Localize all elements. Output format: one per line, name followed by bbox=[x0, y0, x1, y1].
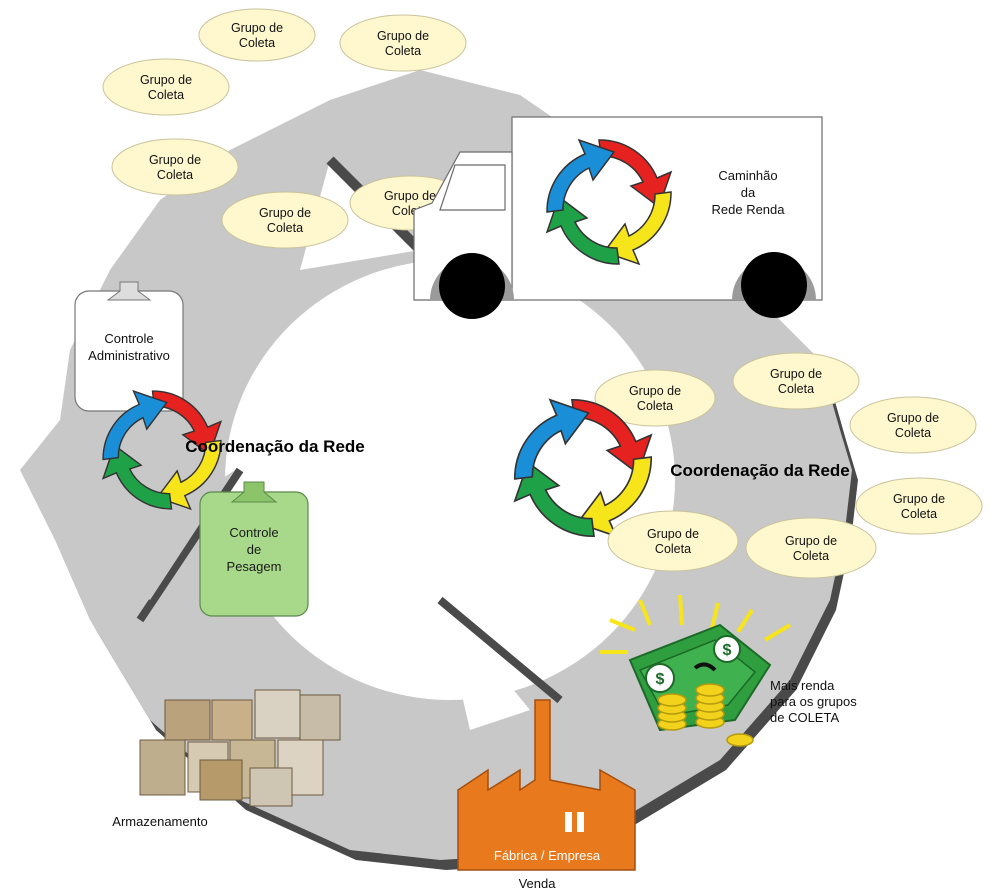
truck-label-line3: Rede Renda bbox=[712, 202, 786, 217]
group-ellipse: Grupo de Coleta bbox=[339, 14, 467, 72]
group-ellipse: Grupo de Coleta bbox=[198, 8, 316, 62]
group-label-line1: Grupo de bbox=[384, 189, 436, 203]
weighing-box-line2: de bbox=[247, 542, 261, 557]
income-label-line1: Mais renda bbox=[770, 678, 835, 693]
group-label-line2: Coleta bbox=[157, 168, 193, 182]
group-label-line1: Grupo de bbox=[770, 367, 822, 381]
group-label-line1: Grupo de bbox=[259, 206, 311, 220]
group-ellipse: Grupo de Coleta bbox=[594, 369, 716, 427]
truck-label-line2: da bbox=[741, 185, 756, 200]
group-label-line2: Coleta bbox=[637, 399, 673, 413]
admin-control-box: Controle Administrativo bbox=[74, 281, 184, 412]
group-label-line1: Grupo de bbox=[149, 153, 201, 167]
group-ellipse: Grupo de Coleta bbox=[849, 396, 977, 454]
collection-groups: Grupo de Coleta Grupo de Coleta Grupo de… bbox=[102, 8, 471, 249]
svg-text:$: $ bbox=[723, 642, 732, 659]
group-ellipse: Grupo de Coleta bbox=[111, 138, 239, 196]
group-label-line2: Coleta bbox=[385, 44, 421, 58]
right-groups: Grupo de Coleta Grupo de Coleta Grupo de… bbox=[513, 352, 983, 579]
svg-text:$: $ bbox=[656, 671, 665, 688]
group-label-line1: Grupo de bbox=[647, 527, 699, 541]
group-label-line2: Coleta bbox=[793, 549, 829, 563]
income-label: Mais renda para os grupos de COLETA bbox=[770, 678, 857, 725]
group-label-line1: Grupo de bbox=[140, 73, 192, 87]
group-label-line1: Grupo de bbox=[785, 534, 837, 548]
group-label-line1: Grupo de bbox=[629, 384, 681, 398]
group-label-line2: Coleta bbox=[895, 426, 931, 440]
group-label-line2: Coleta bbox=[148, 88, 184, 102]
group-label-line2: Coleta bbox=[901, 507, 937, 521]
storage-bales-image bbox=[139, 689, 341, 807]
group-label-line2: Coleta bbox=[267, 221, 303, 235]
weighing-box-line1: Controle bbox=[229, 525, 278, 540]
group-ellipse: Grupo de Coleta bbox=[745, 517, 877, 579]
group-label-line2: Coleta bbox=[655, 542, 691, 556]
group-ellipse: Grupo de Coleta bbox=[732, 352, 860, 410]
income-label-line2: para os grupos bbox=[770, 694, 857, 709]
factory-icon: Fábrica / Empresa bbox=[457, 699, 636, 871]
group-ellipse: Grupo de Coleta bbox=[102, 58, 230, 116]
income-label-line3: de COLETA bbox=[770, 710, 839, 725]
money-icon: $ $ bbox=[600, 594, 792, 747]
coordination-label-right: Coordenação da Rede bbox=[670, 461, 850, 480]
group-label-line2: Coleta bbox=[239, 36, 275, 50]
sale-label: Venda bbox=[519, 876, 557, 891]
admin-box-line1: Controle bbox=[104, 331, 153, 346]
group-ellipse: Grupo de Coleta bbox=[607, 510, 739, 572]
weighing-box-line3: Pesagem bbox=[227, 559, 282, 574]
weighing-control-box: Controle de Pesagem bbox=[199, 481, 309, 617]
factory-label: Fábrica / Empresa bbox=[494, 848, 601, 863]
group-label-line1: Grupo de bbox=[377, 29, 429, 43]
group-ellipse: Grupo de Coleta bbox=[221, 191, 349, 249]
coordination-label-left: Coordenação da Rede bbox=[185, 437, 365, 456]
group-label-line2: Coleta bbox=[778, 382, 814, 396]
group-label-line1: Grupo de bbox=[231, 21, 283, 35]
truck: Caminhão da Rede Renda bbox=[413, 116, 823, 319]
storage-label: Armazenamento bbox=[112, 814, 207, 829]
group-label-line1: Grupo de bbox=[887, 411, 939, 425]
group-label-line1: Grupo de bbox=[893, 492, 945, 506]
truck-label-line1: Caminhão bbox=[718, 168, 777, 183]
group-ellipse: Grupo de Coleta bbox=[855, 477, 983, 535]
admin-box-line2: Administrativo bbox=[88, 348, 170, 363]
